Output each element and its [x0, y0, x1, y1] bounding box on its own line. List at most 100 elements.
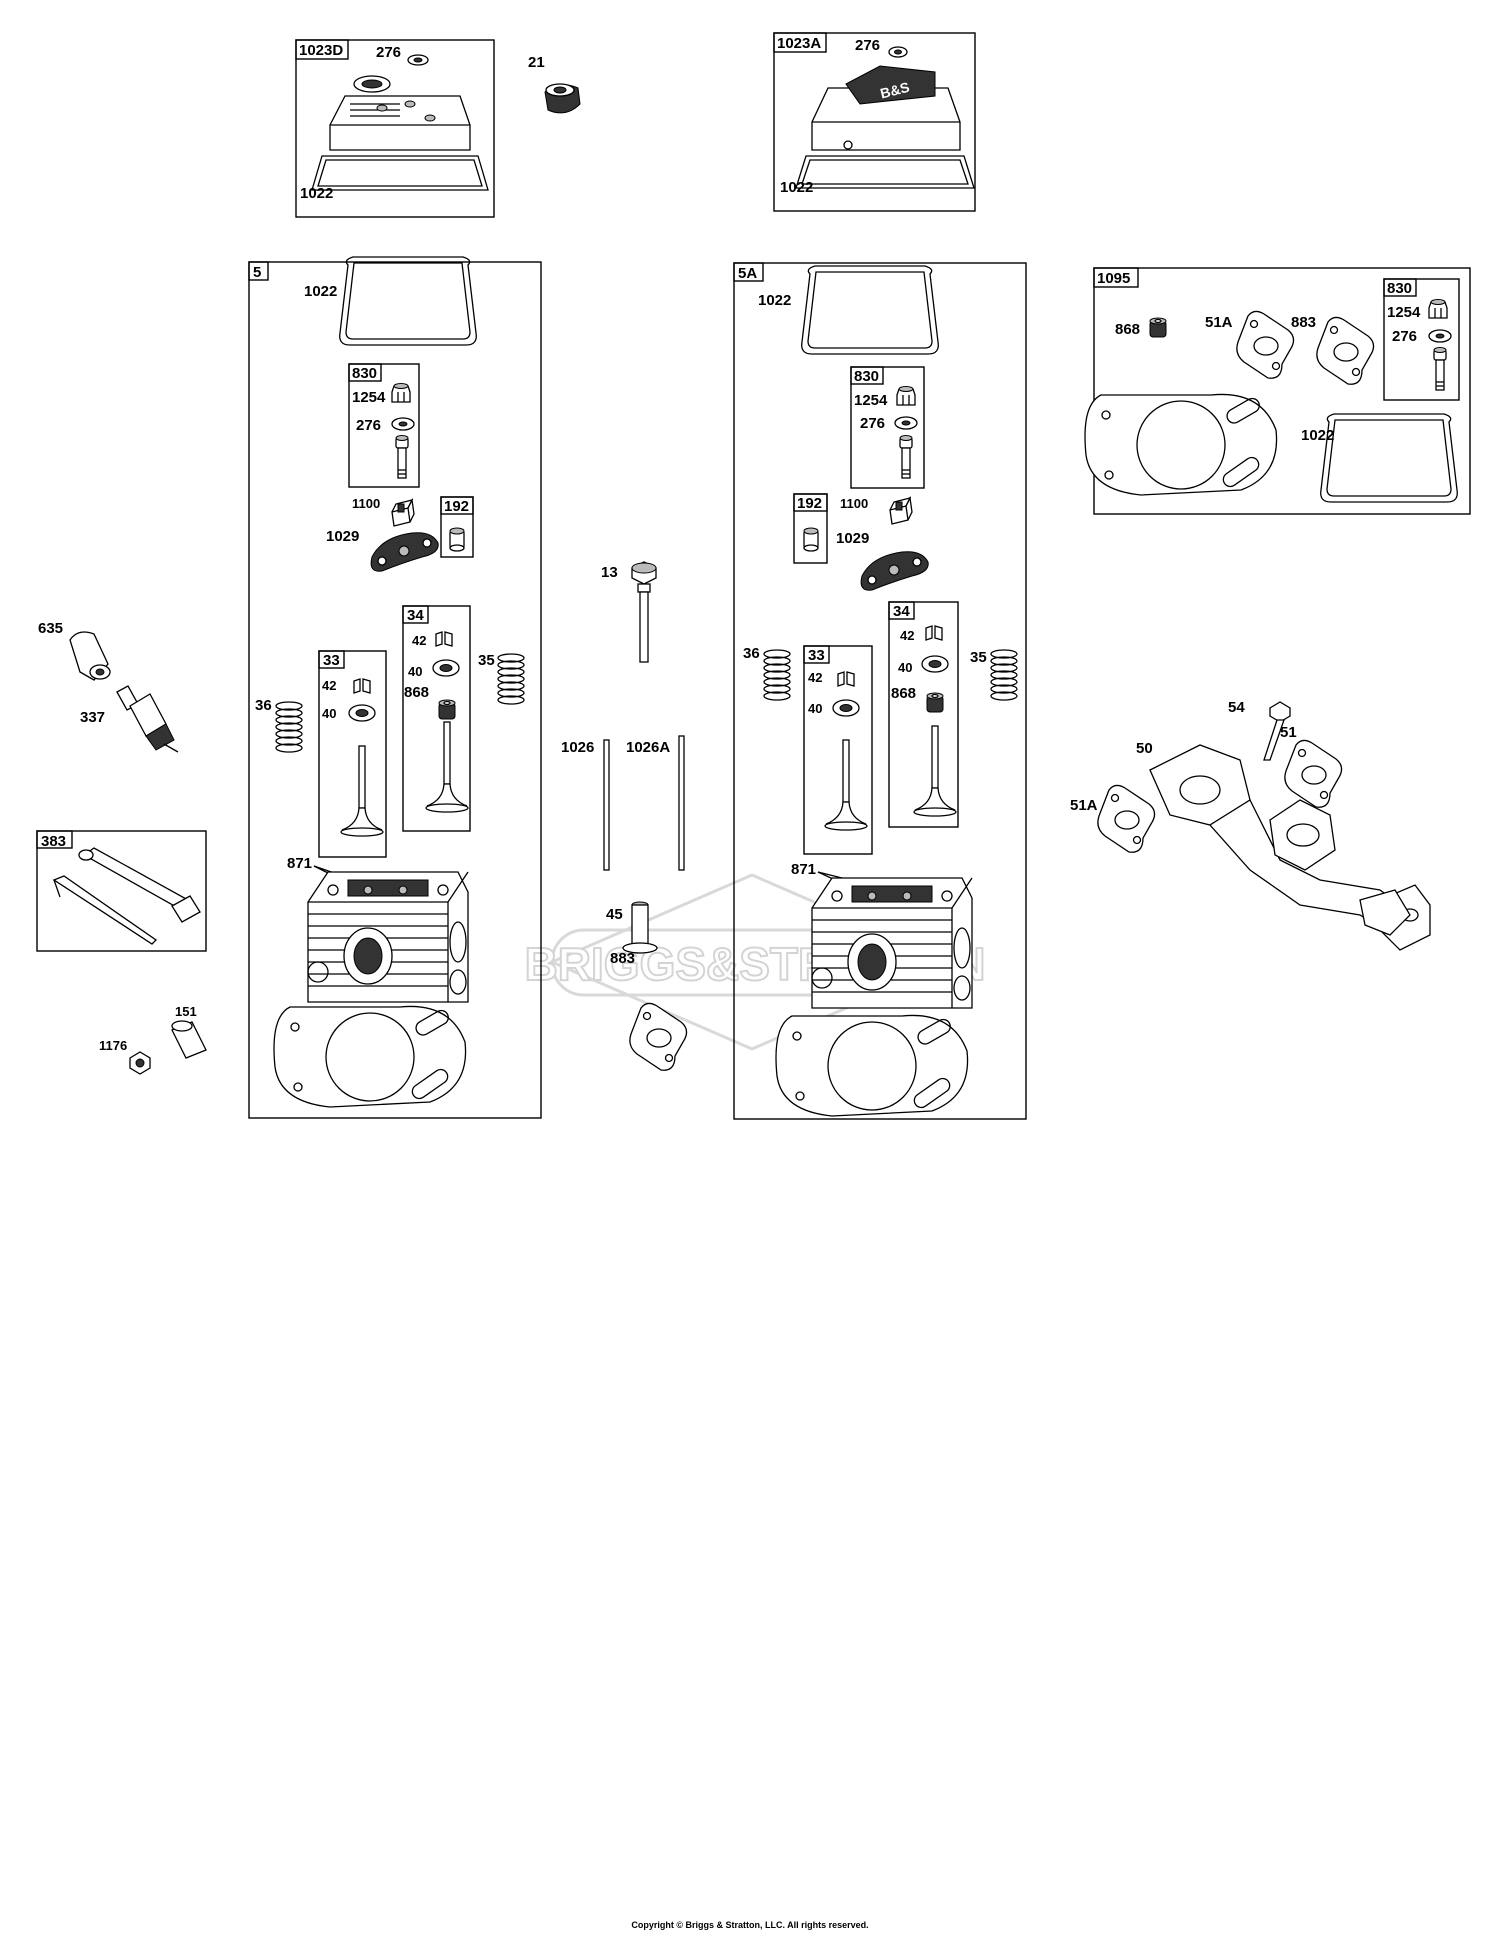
kit-830-box [348, 363, 420, 488]
callout-5a-871: 871 [791, 861, 816, 878]
intake-valve-5 [340, 745, 384, 837]
callout-5-33: 33 [323, 652, 340, 669]
kit-1023d-box [295, 39, 495, 218]
callout-1026: 1026 [561, 739, 594, 756]
callout-21: 21 [528, 54, 545, 71]
callout-1023a-1022: 1022 [780, 179, 813, 196]
callout-1095: 1095 [1097, 270, 1130, 287]
valve-spring-36 [275, 701, 303, 753]
callout-1026a: 1026A [626, 739, 670, 756]
callout-151: 151 [175, 1004, 197, 1019]
head-gasket-5a [775, 1014, 969, 1117]
oil-fill-cap-21: 21 [528, 54, 581, 114]
callout-1176: 1176 [99, 1038, 127, 1053]
kit-34-box [402, 605, 471, 832]
push-rods: 1026 1026A [561, 735, 685, 871]
callout-1095-276: 276 [1392, 328, 1417, 345]
intake-valve-5a [824, 739, 868, 831]
callout-1095-830: 830 [1387, 280, 1412, 297]
callout-1095-51a: 51A [1205, 314, 1233, 331]
callout-337: 337 [80, 709, 105, 726]
callout-5-42b: 42 [412, 633, 426, 648]
callout-5a-42b: 42 [900, 628, 914, 643]
callout-1023d-276: 276 [376, 44, 401, 61]
callout-5a-40a: 40 [808, 701, 822, 716]
rocker-arm-5 [370, 532, 439, 572]
exhaust-valve-5a [913, 725, 957, 817]
callout-13: 13 [601, 564, 618, 581]
callout-1095-868: 868 [1115, 321, 1140, 338]
head-bolt-13: 13 [601, 561, 657, 663]
callout-1023d: 1023D [299, 42, 343, 59]
callout-5-871: 871 [287, 855, 312, 872]
push-rod-guide-5a [889, 497, 913, 525]
callout-5a-830: 830 [854, 368, 879, 385]
kit-1023a-box [773, 32, 976, 212]
push-rod-guide-5 [391, 499, 415, 527]
callout-5-34: 34 [407, 607, 424, 624]
head-assembly-5a: 5A 1022 830 1254 276 192 1100 1029 34 42… [733, 262, 1027, 1120]
valve-spring-35a [990, 649, 1018, 701]
callout-5-868: 868 [404, 684, 429, 701]
callout-5a-1029: 1029 [836, 530, 869, 547]
callout-1023a: 1023A [777, 35, 821, 52]
valve-cover-gasket-5a [801, 265, 939, 355]
callout-5a-1254: 1254 [854, 392, 888, 409]
kit-830a-box [850, 366, 925, 489]
callout-383: 383 [41, 833, 66, 850]
callout-5-40a: 40 [322, 706, 336, 721]
callout-5a: 5A [738, 265, 757, 282]
callout-883: 883 [610, 950, 635, 967]
callout-5a-33: 33 [808, 647, 825, 664]
callout-1095-1254: 1254 [1387, 304, 1421, 321]
callout-51: 51 [1280, 724, 1297, 741]
callout-5-276: 276 [356, 417, 381, 434]
callout-5: 5 [253, 264, 261, 281]
kit-1023d: 1023D 276 1022 [295, 39, 495, 218]
head-assembly-5: 5 1022 830 1254 276 1100 192 1029 34 42 … [248, 256, 542, 1119]
tappet-45: 45 [606, 901, 658, 954]
cover-logo: B&S [879, 79, 912, 102]
valve-cover-gasket-5 [339, 256, 477, 346]
callout-5-1254: 1254 [352, 389, 386, 406]
kit-33-box [318, 650, 387, 858]
callout-5-42a: 42 [322, 678, 336, 693]
callout-5a-276: 276 [860, 415, 885, 432]
callout-5a-1100: 1100 [840, 496, 868, 511]
callout-5-1022: 1022 [304, 283, 337, 300]
callout-5-1100: 1100 [352, 496, 380, 511]
copyright-notice: Copyright © Briggs & Stratton, LLC. All … [631, 1920, 869, 1930]
callout-5-36: 36 [255, 697, 272, 714]
callout-5a-35: 35 [970, 649, 987, 666]
callout-5a-34: 34 [893, 603, 910, 620]
callout-5-1029: 1029 [326, 528, 359, 545]
spark-plug-group: 635 337 [38, 620, 179, 753]
callout-5a-1022: 1022 [758, 292, 791, 309]
valve-spring-35 [497, 653, 525, 705]
callout-1023d-1022: 1022 [300, 185, 333, 202]
callout-1095-883: 883 [1291, 314, 1316, 331]
rocker-arm-5a [860, 551, 929, 591]
cylinder-head-5 [307, 871, 469, 1003]
gasket-883: 883 [610, 950, 688, 1071]
head-assembly-5a-box [733, 262, 1027, 1120]
callout-5a-36: 36 [743, 645, 760, 662]
callout-5-192: 192 [444, 498, 469, 515]
gasket-set-1095: 1095 868 51A 883 830 1254 276 7 1022 [1084, 267, 1471, 515]
callout-5-35: 35 [478, 652, 495, 669]
gasket-set-1095-box [1093, 267, 1471, 515]
kit-1023a: 1023A 276 B&S 1022 [773, 32, 976, 212]
callout-5a-40b: 40 [898, 660, 912, 675]
kit-33a-box [803, 645, 873, 855]
callout-5a-192: 192 [797, 495, 822, 512]
head-gasket-5 [273, 1005, 467, 1108]
push-rod-1026 [603, 739, 610, 871]
pin-and-nut: 151 1176 [99, 1004, 207, 1075]
callout-5a-868: 868 [891, 685, 916, 702]
cylinder-head-5a [811, 877, 973, 1009]
callout-45: 45 [606, 906, 623, 923]
callout-1023a-276: 276 [855, 37, 880, 54]
valve-spring-36a [763, 649, 791, 701]
kit-1095-830-box [1383, 278, 1460, 401]
